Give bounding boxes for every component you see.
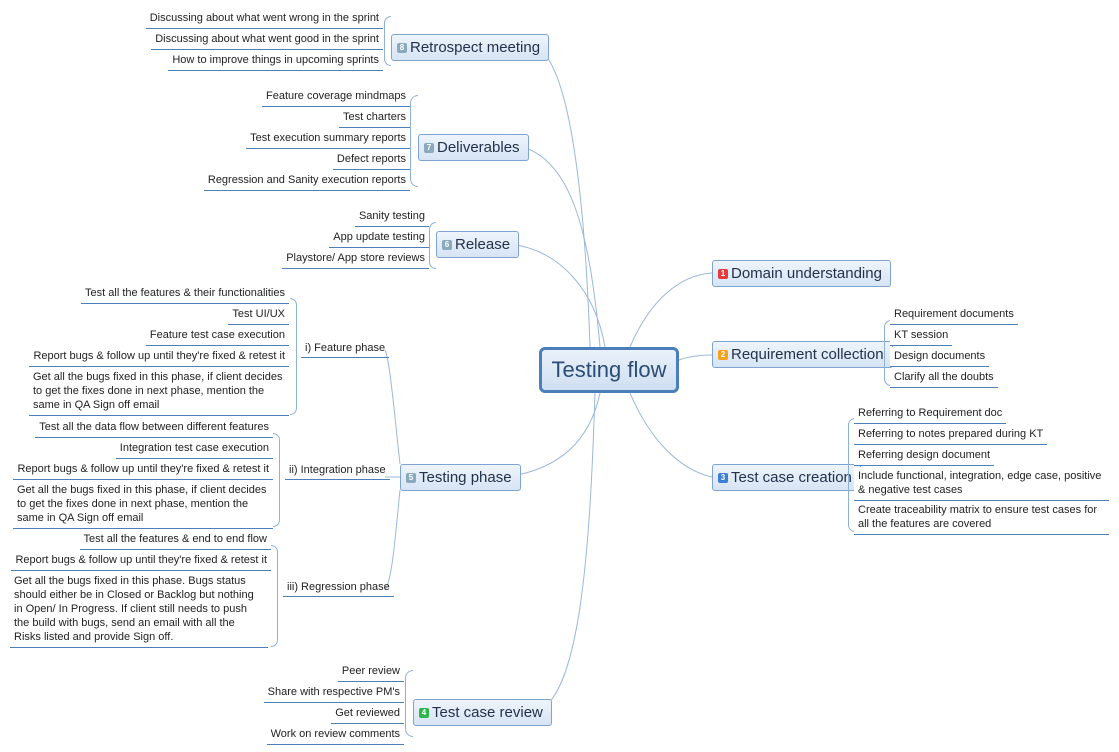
- bracket-requirement: [884, 320, 891, 386]
- topic-label: Requirement collection: [731, 346, 884, 363]
- topic-retrospect-meeting[interactable]: 8 Retrospect meeting: [391, 34, 550, 61]
- leaf-review-4[interactable]: Work on review comments: [266, 725, 404, 745]
- bracket-regression-phase: [271, 545, 278, 647]
- topic-label: Deliverables: [437, 139, 520, 156]
- topic-label: Domain understanding: [731, 265, 882, 282]
- connector-deliverables: [521, 146, 601, 348]
- bracket-test-case-review: [405, 670, 413, 737]
- topic-test-case-creation[interactable]: 3 Test case creation: [712, 464, 861, 491]
- topic-domain-understanding[interactable]: 1 Domain understanding: [712, 260, 891, 287]
- leaf-deliverables-4[interactable]: Defect reports: [332, 150, 410, 170]
- leaf-creation-3[interactable]: Referring design document: [854, 446, 995, 466]
- leaf-retrospect-1[interactable]: Discussing about what went wrong in the …: [145, 9, 383, 29]
- subtopic-integration-phase[interactable]: ii) Integration phase: [285, 462, 390, 480]
- leaf-review-1[interactable]: Peer review: [337, 662, 404, 682]
- leaf-integration-4[interactable]: Get all the bugs fixed in this phase, if…: [13, 481, 273, 529]
- priority-badge: 7: [424, 142, 434, 153]
- leaf-release-3[interactable]: Playstore/ App store reviews: [282, 249, 429, 269]
- leaf-requirement-1[interactable]: Requirement documents: [890, 305, 1018, 325]
- subtopic-regression-phase[interactable]: iii) Regression phase: [283, 579, 394, 597]
- leaf-creation-4[interactable]: Include functional, integration, edge ca…: [854, 467, 1109, 501]
- topic-deliverables[interactable]: 7 Deliverables: [418, 134, 529, 161]
- leaf-requirement-3[interactable]: Design documents: [890, 347, 990, 367]
- central-topic[interactable]: Testing flow: [539, 347, 679, 393]
- connector-release: [509, 243, 606, 348]
- priority-badge: 1: [718, 268, 728, 279]
- leaf-feature-2[interactable]: Test UI/UX: [228, 305, 289, 325]
- bracket-deliverables: [410, 95, 418, 187]
- leaf-regression-3[interactable]: Get all the bugs fixed in this phase. Bu…: [10, 572, 268, 648]
- leaf-regression-2[interactable]: Report bugs & follow up until they're fi…: [11, 551, 271, 571]
- priority-badge: 2: [718, 349, 728, 360]
- bracket-retrospect: [384, 16, 391, 66]
- leaf-deliverables-5[interactable]: Regression and Sanity execution reports: [203, 171, 410, 191]
- priority-badge: 8: [397, 42, 407, 53]
- leaf-feature-3[interactable]: Feature test case execution: [145, 326, 289, 346]
- leaf-feature-4[interactable]: Report bugs & follow up until they're fi…: [29, 347, 289, 367]
- bracket-feature-phase: [290, 298, 297, 415]
- bracket-release: [429, 222, 436, 269]
- leaf-integration-3[interactable]: Report bugs & follow up until they're fi…: [13, 460, 273, 480]
- connector-domain: [629, 272, 713, 348]
- bracket-test-case-creation: [848, 418, 855, 532]
- leaf-feature-1[interactable]: Test all the features & their functional…: [81, 284, 289, 304]
- topic-requirement-collection[interactable]: 2 Requirement collection: [712, 341, 893, 368]
- topic-release[interactable]: 6 Release: [436, 231, 520, 258]
- priority-badge: 3: [718, 472, 728, 483]
- connector-test-case-review: [534, 392, 596, 713]
- leaf-deliverables-2[interactable]: Test charters: [339, 108, 410, 128]
- topic-label: Testing phase: [419, 469, 512, 486]
- priority-badge: 4: [419, 707, 429, 718]
- topic-testing-phase[interactable]: 5 Testing phase: [400, 464, 521, 491]
- topic-label: Release: [455, 236, 511, 253]
- topic-label: Test case review: [432, 704, 543, 721]
- leaf-requirement-4[interactable]: Clarify all the doubts: [890, 368, 998, 388]
- subtopic-feature-phase[interactable]: i) Feature phase: [301, 340, 390, 358]
- connector-feature-phase: [384, 349, 401, 465]
- priority-badge: 6: [442, 239, 452, 250]
- connector-requirement: [678, 354, 713, 361]
- leaf-release-1[interactable]: Sanity testing: [354, 207, 429, 227]
- leaf-integration-2[interactable]: Integration test case execution: [115, 439, 273, 459]
- leaf-deliverables-1[interactable]: Feature coverage mindmaps: [261, 87, 410, 107]
- topic-label: Retrospect meeting: [410, 39, 541, 56]
- leaf-creation-1[interactable]: Referring to Requirement doc: [854, 404, 1007, 424]
- leaf-deliverables-3[interactable]: Test execution summary reports: [246, 129, 410, 149]
- bracket-integration-phase: [273, 433, 280, 527]
- leaf-requirement-2[interactable]: KT session: [890, 326, 953, 346]
- leaf-retrospect-3[interactable]: How to improve things in upcoming sprint…: [168, 51, 383, 71]
- priority-badge: 5: [406, 472, 416, 483]
- leaf-creation-5[interactable]: Create traceability matrix to ensure tes…: [854, 501, 1109, 535]
- leaf-creation-2[interactable]: Referring to notes prepared during KT: [854, 425, 1048, 445]
- leaf-regression-1[interactable]: Test all the features & end to end flow: [79, 530, 271, 550]
- leaf-release-2[interactable]: App update testing: [329, 228, 429, 248]
- topic-test-case-review[interactable]: 4 Test case review: [413, 699, 552, 726]
- connector-test-case-creation: [629, 392, 713, 478]
- connector-retrospect: [534, 46, 591, 348]
- leaf-review-2[interactable]: Share with respective PM's: [263, 683, 404, 703]
- topic-label: Test case creation: [731, 469, 852, 486]
- leaf-review-3[interactable]: Get reviewed: [331, 704, 404, 724]
- leaf-retrospect-2[interactable]: Discussing about what went good in the s…: [151, 30, 383, 50]
- connector-testing-phase: [504, 392, 601, 478]
- leaf-feature-5[interactable]: Get all the bugs fixed in this phase, if…: [29, 368, 289, 416]
- connector-regression-phase: [384, 489, 401, 591]
- central-topic-label: Testing flow: [551, 357, 667, 382]
- leaf-integration-1[interactable]: Test all the data flow between different…: [35, 418, 273, 438]
